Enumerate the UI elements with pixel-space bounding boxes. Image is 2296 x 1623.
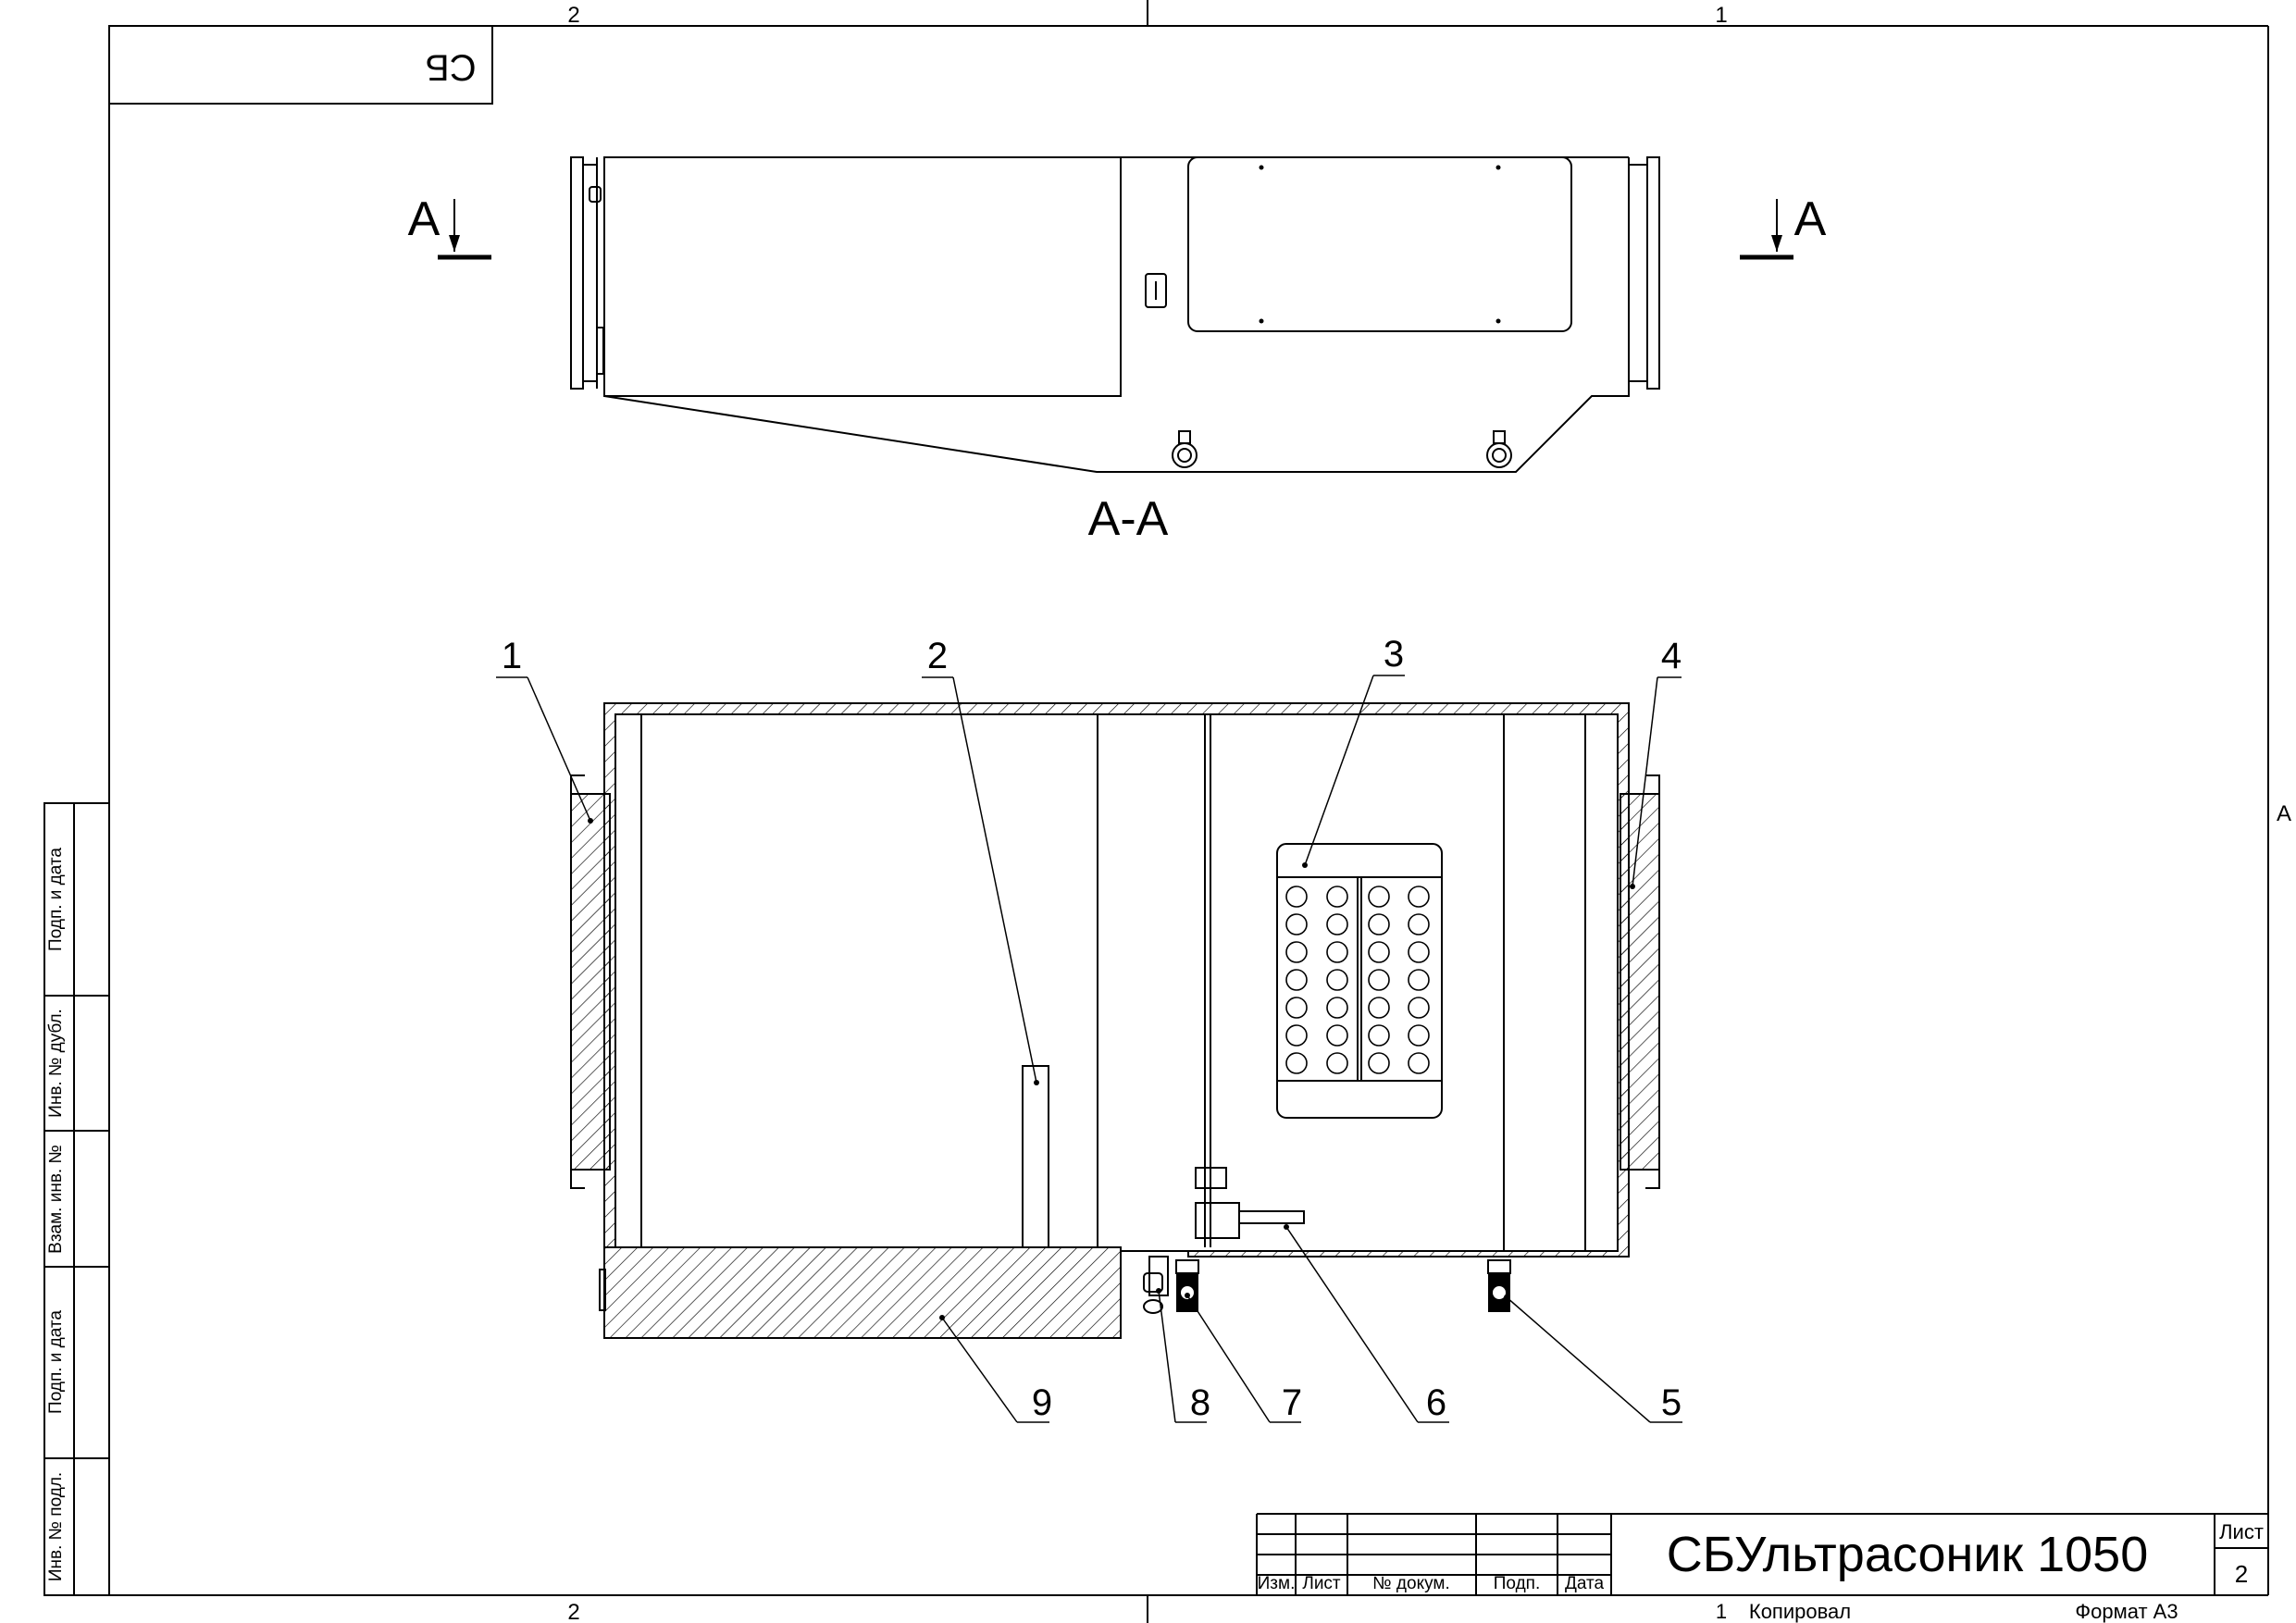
section-walls (570, 702, 1660, 1339)
callout-4: 4 (1661, 636, 1682, 676)
section-lines (570, 714, 1660, 1314)
nozzle-holes (1285, 886, 1430, 1074)
callout-5: 5 (1661, 1382, 1682, 1423)
callout-8: 8 (1190, 1382, 1210, 1423)
callout-3: 3 (1384, 634, 1404, 675)
section-arrow-right (1771, 235, 1782, 252)
part-5-drain (1487, 1259, 1511, 1312)
title-block (1256, 1513, 2268, 1595)
callout-9: 9 (1032, 1382, 1052, 1423)
tb-col-doc: № докум. (1372, 1574, 1449, 1593)
strip-field-sign-date-1: Подп. и дата (46, 848, 66, 951)
callout-6: 6 (1426, 1382, 1446, 1423)
tb-sheet-number: 2 (2235, 1560, 2248, 1588)
part-7-drain (1175, 1259, 1199, 1312)
strip-field-orig-inv: Инв. № подл. (46, 1472, 66, 1581)
footer-copied-number: 1 (1716, 1600, 1727, 1623)
zone-right-a: A (2277, 801, 2291, 826)
tb-col-izm: Изм. (1258, 1574, 1296, 1593)
tb-designation: СБУльтрасоник 1050 (1667, 1527, 2149, 1582)
zone-top-2: 2 (567, 3, 579, 28)
footer-format: Формат А3 (2075, 1600, 2178, 1623)
callout-7: 7 (1282, 1382, 1302, 1423)
leader-dots (588, 818, 1635, 1320)
strip-field-repl-inv: Взам. инв. № (46, 1145, 66, 1254)
side-strip (43, 802, 110, 1596)
part-1-filter (570, 793, 611, 1171)
section-mark-left: А (408, 192, 441, 246)
top-view (438, 156, 1793, 473)
part-4-filter (1620, 793, 1660, 1171)
section-mark-right: А (1794, 192, 1827, 246)
zone-top-1: 1 (1715, 3, 1727, 28)
footer-copied-label: Копировал (1749, 1600, 1851, 1623)
tb-col-date: Дата (1565, 1574, 1605, 1593)
corner-stamp-box: СБ (108, 25, 493, 105)
leaders (496, 675, 1682, 1423)
tb-col-list: Лист (1302, 1574, 1341, 1593)
tb-col-sign: Подп. (1494, 1574, 1540, 1593)
callout-2: 2 (927, 636, 948, 676)
strip-field-dup-inv: Инв. № дубл. (46, 1009, 66, 1118)
zone-bottom-2: 2 (567, 1600, 579, 1623)
strip-field-sign-date-2: Подп. и дата (46, 1310, 66, 1414)
section-arrow-left (449, 235, 460, 252)
corner-stamp-text: СБ (425, 46, 476, 87)
part-9-tray (603, 1246, 1122, 1339)
callout-1: 1 (502, 636, 522, 676)
top-view-screws (1259, 165, 1501, 324)
section-title: А-А (1088, 492, 1169, 546)
top-view-drains (1172, 430, 1512, 468)
tb-sheet-label: Лист (2219, 1520, 2264, 1543)
